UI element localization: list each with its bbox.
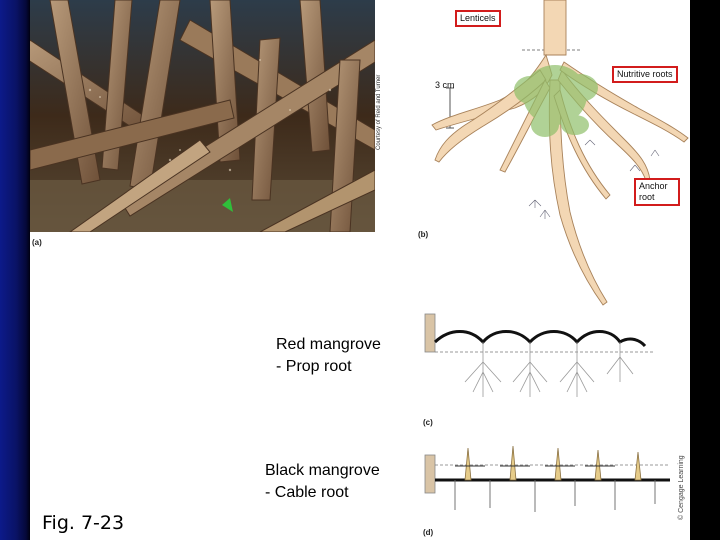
- anchor-root-callout: Anchor root: [634, 178, 680, 206]
- black-mangrove-caption: Black mangrove - Cable root: [265, 462, 380, 501]
- photo-credit: Courtesy of Reid and Turner: [376, 74, 382, 150]
- panel-label-b: (b): [418, 230, 429, 239]
- prop-root-schematic: [424, 313, 655, 397]
- figure-title: Fig. 7-23: [42, 512, 125, 534]
- copyright-notice: © Cengage Learning: [678, 455, 685, 520]
- nutritive-roots-callout: Nutritive roots: [612, 66, 678, 83]
- panel-label-d: (d): [423, 528, 434, 537]
- red-mangrove-caption: Red mangrove - Prop root: [276, 336, 381, 375]
- lenticels-callout: Lenticels: [455, 10, 501, 27]
- panel-label-a: (a): [32, 238, 42, 247]
- anchor-root-label-line2: root: [639, 192, 655, 202]
- cable-root-schematic: [424, 445, 670, 512]
- scale-bar-label: 3 cm: [435, 80, 455, 90]
- mangrove-roots-photo: [30, 0, 375, 232]
- panel-label-c: (c): [423, 418, 433, 427]
- root-anatomy-diagram: [431, 0, 689, 306]
- slide-right-strip: [690, 0, 720, 540]
- anchor-root-label-line1: Anchor: [639, 181, 668, 191]
